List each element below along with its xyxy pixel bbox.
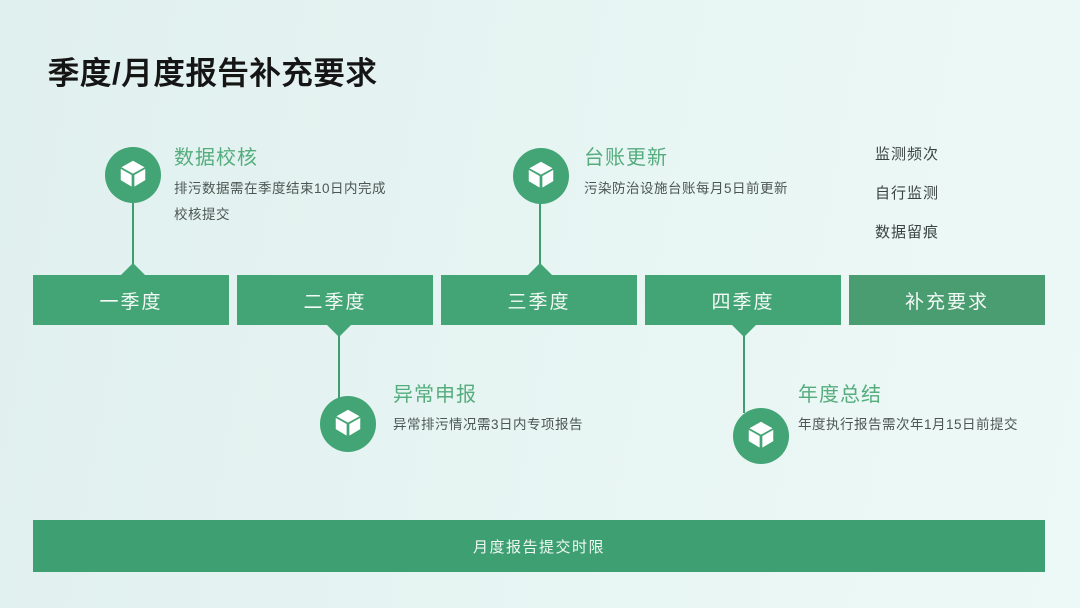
callout-title-annual-summary: 年度总结 [798, 384, 882, 406]
timeline-segment-q3: 三季度 [441, 275, 637, 325]
milestone-node-data-check [105, 147, 161, 203]
cube-icon [524, 157, 558, 196]
timeline-segment-supplement: 补充要求 [849, 275, 1045, 325]
pointer-up-q3 [528, 263, 552, 275]
milestone-node-ledger-update [513, 148, 569, 204]
pointer-up-q1 [121, 263, 145, 275]
callout-desc-data-check: 排污数据需在季度结束10日内完成校核提交 [174, 181, 387, 222]
footer-bar-label: 月度报告提交时限 [472, 538, 605, 556]
timeline-segment-q1: 一季度 [33, 275, 229, 325]
callout-title-ledger-update: 台账更新 [584, 147, 668, 169]
callout-desc-annual-summary: 年度执行报告需次年1月15日前提交 [798, 417, 1019, 432]
connector-line-q2 [338, 336, 340, 400]
callout-title-data-check: 数据校核 [174, 147, 258, 169]
page-title: 季度/月度报告补充要求 [48, 56, 378, 91]
cube-icon [331, 405, 365, 444]
callout-title-abnormal-report: 异常申报 [393, 384, 477, 406]
milestone-node-abnormal-report [320, 396, 376, 452]
milestone-node-annual-summary [733, 408, 789, 464]
connector-line-q4 [743, 336, 745, 413]
pointer-down-q4 [732, 325, 756, 337]
pointer-down-q2 [327, 325, 351, 337]
timeline-segment-q4: 四季度 [645, 275, 841, 325]
side-note-monitor-frequency: 监测频次 [875, 146, 940, 163]
callout-desc-abnormal-report: 异常排污情况需3日内专项报告 [393, 417, 584, 432]
footer-bar: 月度报告提交时限 [33, 520, 1045, 572]
timeline-segment-q2: 二季度 [237, 275, 433, 325]
connector-line-q3 [539, 204, 541, 265]
side-note-data-trace: 数据留痕 [875, 224, 940, 241]
connector-line-q1 [132, 203, 134, 265]
side-note-self-monitoring: 自行监测 [875, 185, 940, 202]
cube-icon [116, 156, 150, 195]
cube-icon [744, 417, 778, 456]
callout-desc-ledger-update: 污染防治设施台账每月5日前更新 [584, 181, 789, 196]
